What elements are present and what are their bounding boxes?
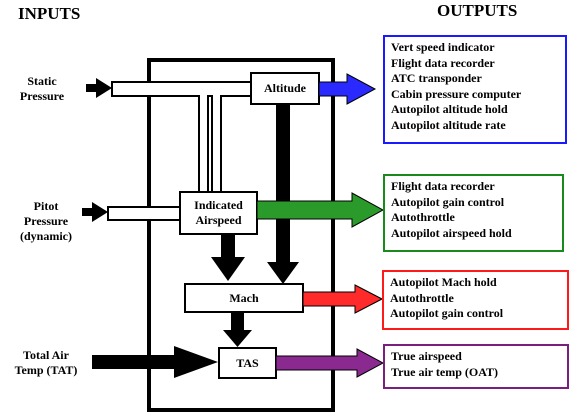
altitude-output-item: ATC transponder [391,71,482,86]
pitot-pressure-label-line1: Pitot [33,199,59,213]
mach-outputs-list: Autopilot Mach hold Autothrottle Autopil… [390,275,561,322]
airspeed-output-item: Flight data recorder [391,179,495,193]
tat-label: Total Air Temp (TAT) [6,348,86,378]
airspeed-outputs-box: Flight data recorder Autopilot gain cont… [383,174,564,252]
altitude-output-arrow [318,73,377,105]
pitot-pressure-label-line3: (dynamic) [20,229,72,243]
mach-output-item: Autothrottle [390,290,454,305]
altitude-to-mach-arrow [267,101,299,284]
altitude-output-item: Autopilot altitude hold [391,102,508,117]
indicated-airspeed-label-line1: Indicated [194,198,243,212]
pitot-pressure-pipe [107,206,182,221]
altitude-outputs-list: Vert speed indicator Flight data recorde… [391,40,559,134]
altitude-output-item: Autopilot altitude rate [391,117,506,132]
airspeed-output-item: Autopilot gain control [391,194,505,209]
tas-output-item: True air temp (OAT) [391,364,498,379]
mach-output-item: Autopilot Mach hold [390,275,497,289]
tat-label-line1: Total Air [23,348,69,362]
indicated-airspeed-block-label: Indicated Airspeed [180,192,257,234]
pitot-pressure-label: Pitot Pressure (dynamic) [6,199,86,244]
mach-block-label: Mach [229,290,259,305]
altitude-output-item: Cabin pressure computer [391,86,522,101]
altitude-block-label: Altitude [264,81,306,95]
inputs-header: INPUTS [18,4,81,23]
mach-block [184,283,304,313]
outputs-header: OUTPUTS [437,1,518,20]
tas-block-label: TAS [236,355,259,370]
static-pressure-label-line2: Pressure [19,89,65,103]
tas-outputs-box: True airspeed True air temp (OAT) [383,344,569,389]
tas-output-arrow [275,348,385,378]
altitude-outputs-box: Vert speed indicator Flight data recorde… [383,35,567,144]
indicated-airspeed-block [179,191,258,235]
altitude-output-item: Flight data recorder [391,55,495,70]
mach-output-item: Autopilot gain control [390,306,504,321]
tat-input-arrow [92,346,218,378]
airspeed-output-item: Autopilot airspeed hold [391,225,512,240]
static-pressure-label-line1: Static [27,74,57,88]
mach-output-arrow [302,284,384,314]
static-pressure-label: Static Pressure [2,74,82,104]
mach-to-tas-arrow [223,312,252,347]
static-input-arrow [86,78,112,98]
air-data-computer-box [147,58,335,412]
tas-block [218,347,277,379]
mach-outputs-box: Autopilot Mach hold Autothrottle Autopil… [382,270,569,330]
airspeed-output-item: Autothrottle [391,210,455,225]
pitot-input-arrow [82,202,108,222]
tas-outputs-list: True airspeed True air temp (OAT) [391,349,561,380]
altitude-output-item: Vert speed indicator [391,40,495,54]
static-pressure-pipe [111,81,252,193]
airspeed-output-arrow [256,192,385,228]
tas-output-item: True airspeed [391,349,462,363]
pitot-pressure-label-line2: Pressure [23,214,69,228]
tat-label-line2: Temp (TAT) [14,363,78,377]
indicated-airspeed-label-line2: Airspeed [195,213,242,227]
airspeed-to-mach-arrow [211,233,245,281]
airspeed-outputs-list: Flight data recorder Autopilot gain cont… [391,179,556,241]
